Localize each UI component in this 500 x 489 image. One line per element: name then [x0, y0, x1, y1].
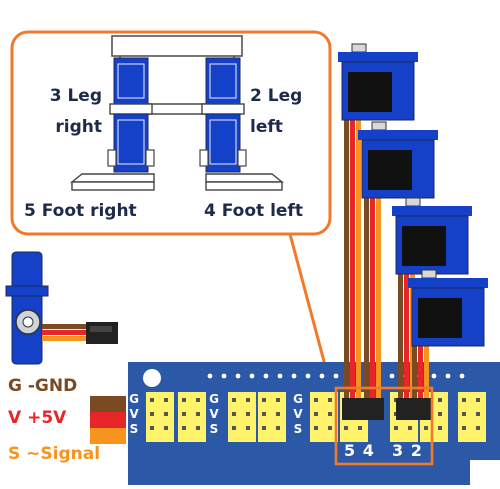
channel-highlight: [334, 386, 434, 466]
legend-servo-connector: [86, 322, 118, 344]
pin: [276, 398, 280, 402]
pin: [262, 398, 266, 402]
pin: [328, 398, 332, 402]
servo-connector: [416, 398, 432, 420]
pin: [196, 426, 200, 430]
robot-callout: [10, 30, 347, 441]
pin: [314, 412, 318, 416]
pin: [462, 398, 466, 402]
pin: [314, 398, 318, 402]
pin: [314, 426, 318, 430]
pin: [246, 412, 250, 416]
pin: [328, 412, 332, 416]
pin: [182, 398, 186, 402]
servo-connector: [366, 398, 384, 420]
foot5-label: 5 Foot right: [24, 201, 137, 221]
pin: [164, 398, 168, 402]
legend-gnd: G -GND: [8, 376, 78, 396]
servo-stack: [338, 43, 488, 347]
pin: [262, 426, 266, 430]
pin: [276, 412, 280, 416]
pin: [150, 426, 154, 430]
pin: [182, 412, 186, 416]
leg2-label-line1: 2 Leg: [250, 86, 303, 106]
pin: [476, 426, 480, 430]
pin-color-swatches: [90, 396, 126, 444]
pin: [344, 426, 348, 430]
pin: [196, 412, 200, 416]
servo-connector: [396, 398, 416, 420]
header-pin-letter: S: [294, 422, 303, 436]
pin: [196, 398, 200, 402]
foot4-label: 4 Foot left: [204, 201, 303, 221]
header-pin-letter: S: [130, 422, 139, 436]
servo-motor: [338, 43, 418, 121]
pin: [476, 398, 480, 402]
header-pin-letter: V: [293, 407, 303, 421]
pin: [164, 426, 168, 430]
pin: [150, 412, 154, 416]
pin: [246, 398, 250, 402]
leg2-label-line2: left: [250, 117, 283, 137]
legend-servo: [5, 251, 118, 365]
pin: [462, 426, 466, 430]
pin: [394, 426, 398, 430]
pin: [424, 426, 428, 430]
leg-servo-right-side: [70, 57, 155, 191]
mount-hole: [143, 369, 161, 387]
pin: [232, 398, 236, 402]
header-pin-letter: G: [129, 392, 139, 406]
pin: [408, 426, 412, 430]
mount-hole: [477, 465, 495, 483]
servo-motor: [358, 121, 438, 199]
leg-servo-left-side: [199, 57, 284, 191]
pin: [438, 398, 442, 402]
header-pin-letter: G: [293, 392, 303, 406]
pin: [276, 426, 280, 430]
servo-connector: [342, 398, 366, 420]
pin: [438, 412, 442, 416]
servo-motor: [392, 197, 472, 275]
legend-signal: S ~Signal: [8, 444, 101, 464]
pin: [476, 412, 480, 416]
pin: [462, 412, 466, 416]
channel-label-3-2: 3 2: [392, 441, 423, 460]
leg3-label-line1: 3 Leg: [49, 86, 102, 106]
pin: [150, 398, 154, 402]
header-pin-letter: V: [129, 407, 139, 421]
header-pin-letter: S: [210, 422, 219, 436]
pin: [164, 412, 168, 416]
pin: [358, 426, 362, 430]
pin: [182, 426, 186, 430]
servo-motor: [408, 269, 488, 347]
pin: [246, 426, 250, 430]
pin: [438, 426, 442, 430]
leg3-label-line2: right: [55, 117, 102, 137]
header-pin-letter: V: [209, 407, 219, 421]
legend-vcc: V +5V: [8, 408, 67, 428]
pin: [232, 412, 236, 416]
header-pin-letter: G: [209, 392, 219, 406]
pin: [262, 412, 266, 416]
channel-label-5-4: 5 4: [344, 441, 375, 460]
pin-header-blocks: [146, 392, 486, 442]
pin: [232, 426, 236, 430]
pin: [328, 426, 332, 430]
